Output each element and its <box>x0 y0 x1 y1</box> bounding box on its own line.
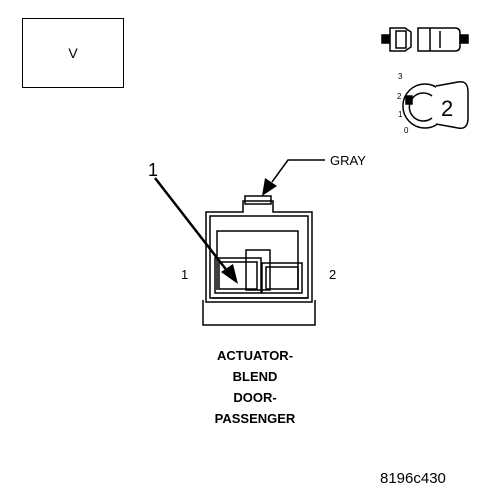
key-position-0: 0 <box>404 126 409 135</box>
view-box: V <box>22 18 124 88</box>
callout-arrow <box>154 177 238 284</box>
connector-title: ACTUATOR- BLEND DOOR- PASSENGER <box>150 345 360 429</box>
ignition-key-icon <box>402 80 469 130</box>
pin-label-left: 1 <box>181 267 189 282</box>
figure-id: 8196c430 <box>380 470 446 487</box>
key-position-3: 3 <box>398 72 403 81</box>
connector-outline <box>202 195 316 326</box>
callout-number: 1 <box>148 160 159 180</box>
connector-icon <box>381 27 469 52</box>
color-leader <box>262 159 325 196</box>
title-line: DOOR- <box>233 390 277 405</box>
title-line: ACTUATOR- <box>216 348 294 363</box>
pin-label-right: 2 <box>329 267 337 282</box>
key-position-1: 1 <box>398 110 403 119</box>
key-value: 2 <box>441 96 454 121</box>
key-position-2: 2 <box>397 92 402 101</box>
title-line: BLEND <box>232 369 278 384</box>
view-label: V <box>68 45 78 61</box>
color-label: GRAY <box>330 153 366 168</box>
title-line: PASSENGER <box>214 411 296 426</box>
